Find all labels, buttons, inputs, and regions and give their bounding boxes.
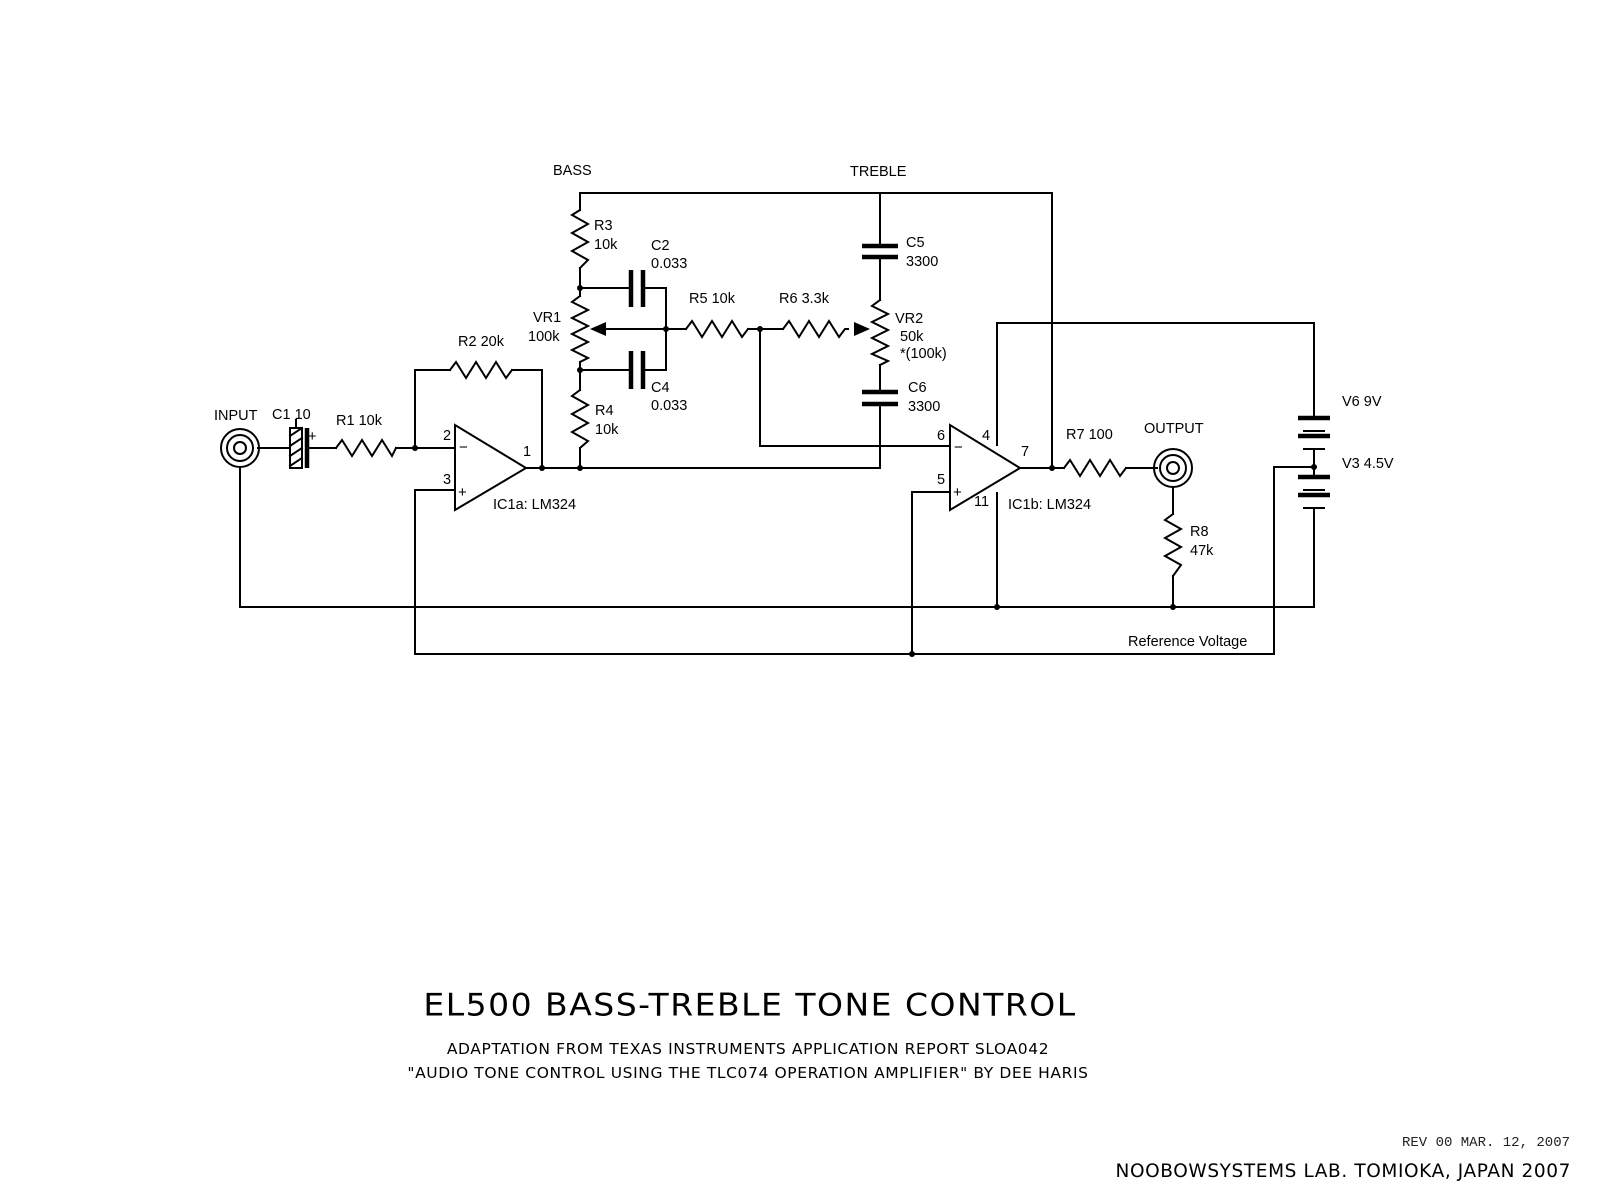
c5-value: 3300 bbox=[906, 254, 938, 270]
ic1a-label: IC1a: LM324 bbox=[493, 497, 576, 513]
vr1-name: VR1 bbox=[533, 310, 561, 326]
c1-polarity-mark: + bbox=[308, 429, 316, 445]
ic1b-pin-inverting: 6 bbox=[937, 428, 945, 444]
wires bbox=[239, 192, 1315, 655]
treble-label: TREBLE bbox=[850, 164, 907, 180]
revision-note: REV 00 MAR. 12, 2007 bbox=[1401, 1135, 1570, 1151]
capacitor-c1-electrolytic bbox=[288, 419, 310, 469]
author-credit: NOOBOWSYSTEMS LAB. TOMIOKA, JAPAN 2007 bbox=[1115, 1161, 1571, 1182]
r5-label: R5 10k bbox=[689, 291, 736, 307]
c2-name: C2 bbox=[651, 238, 670, 254]
ic1b-label: IC1b: LM324 bbox=[1008, 497, 1091, 513]
junction-dots bbox=[412, 285, 1317, 657]
r7-label: R7 100 bbox=[1066, 427, 1113, 443]
schematic-title: EL500 BASS-TREBLE TONE CONTROL bbox=[423, 985, 1077, 1024]
capacitor-c5 bbox=[862, 243, 898, 260]
ic1a-pin-noninverting: 3 bbox=[443, 472, 451, 488]
capacitor-c4 bbox=[628, 351, 646, 389]
resistors bbox=[334, 208, 1184, 578]
ic1b-pin-output: 7 bbox=[1021, 444, 1029, 460]
ic1b-pin-vcc: 4 bbox=[982, 428, 990, 444]
ic1a-pin-output: 1 bbox=[523, 444, 531, 460]
opamp-ic1a bbox=[454, 423, 528, 512]
ic1b-minus-sign: − bbox=[954, 439, 963, 456]
output-label: OUTPUT bbox=[1144, 421, 1204, 437]
r4-name: R4 bbox=[595, 403, 614, 419]
vr2-alt-value: *(100k) bbox=[900, 346, 947, 362]
battery-v6-v3 bbox=[1298, 415, 1330, 509]
capacitor-c2 bbox=[628, 270, 646, 307]
schematic-subtitle-source: ADAPTATION FROM TEXAS INSTRUMENTS APPLIC… bbox=[446, 1040, 1050, 1058]
potentiometer-vr1 bbox=[569, 294, 606, 364]
vr2-value: 50k bbox=[900, 329, 924, 345]
ic1a-plus-sign: + bbox=[458, 484, 467, 501]
resistor-r5 bbox=[684, 319, 750, 339]
potentiometer-vr2 bbox=[854, 298, 891, 367]
c1-label: C1 10 bbox=[272, 407, 311, 423]
resistor-r8 bbox=[1162, 512, 1184, 578]
ic1b-pin-gnd: 11 bbox=[974, 494, 989, 510]
c6-value: 3300 bbox=[908, 399, 940, 415]
r8-value: 47k bbox=[1190, 543, 1214, 559]
r1-label: R1 10k bbox=[336, 413, 383, 429]
c5-name: C5 bbox=[906, 235, 925, 251]
c4-value: 0.033 bbox=[651, 398, 687, 414]
r3-value: 10k bbox=[594, 237, 618, 253]
resistor-r1 bbox=[334, 438, 398, 459]
resistor-r7 bbox=[1062, 458, 1128, 478]
input-jack bbox=[220, 428, 260, 468]
resistor-r6 bbox=[781, 319, 849, 339]
c4-name: C4 bbox=[651, 380, 670, 396]
opamp-ic1b bbox=[949, 423, 1022, 512]
resistor-r2 bbox=[448, 360, 514, 380]
ic1b-plus-sign: + bbox=[953, 484, 962, 501]
r3-name: R3 bbox=[594, 218, 613, 234]
v6-label: V6 9V bbox=[1342, 394, 1382, 410]
capacitor-c6 bbox=[862, 389, 898, 407]
bass-label: BASS bbox=[553, 163, 592, 179]
input-label: INPUT bbox=[214, 408, 258, 424]
resistor-r4 bbox=[569, 388, 591, 450]
resistor-r3 bbox=[569, 208, 591, 270]
r6-label: R6 3.3k bbox=[779, 291, 830, 307]
reference-voltage-label: Reference Voltage bbox=[1128, 634, 1247, 650]
vr2-name: VR2 bbox=[895, 311, 923, 327]
output-jack bbox=[1153, 448, 1193, 488]
r4-value: 10k bbox=[595, 422, 619, 438]
c6-name: C6 bbox=[908, 380, 927, 396]
r8-name: R8 bbox=[1190, 524, 1209, 540]
ic1b-pin-noninverting: 5 bbox=[937, 472, 945, 488]
c2-value: 0.033 bbox=[651, 256, 687, 272]
vr1-value: 100k bbox=[528, 329, 560, 345]
schematic-subtitle-reference: "AUDIO TONE CONTROL USING THE TLC074 OPE… bbox=[407, 1064, 1089, 1082]
ic1a-minus-sign: − bbox=[459, 439, 468, 456]
v3-label: V3 4.5V bbox=[1342, 456, 1394, 472]
capacitors bbox=[288, 243, 898, 469]
r2-label: R2 20k bbox=[458, 334, 505, 350]
ic1a-pin-inverting: 2 bbox=[443, 428, 451, 444]
